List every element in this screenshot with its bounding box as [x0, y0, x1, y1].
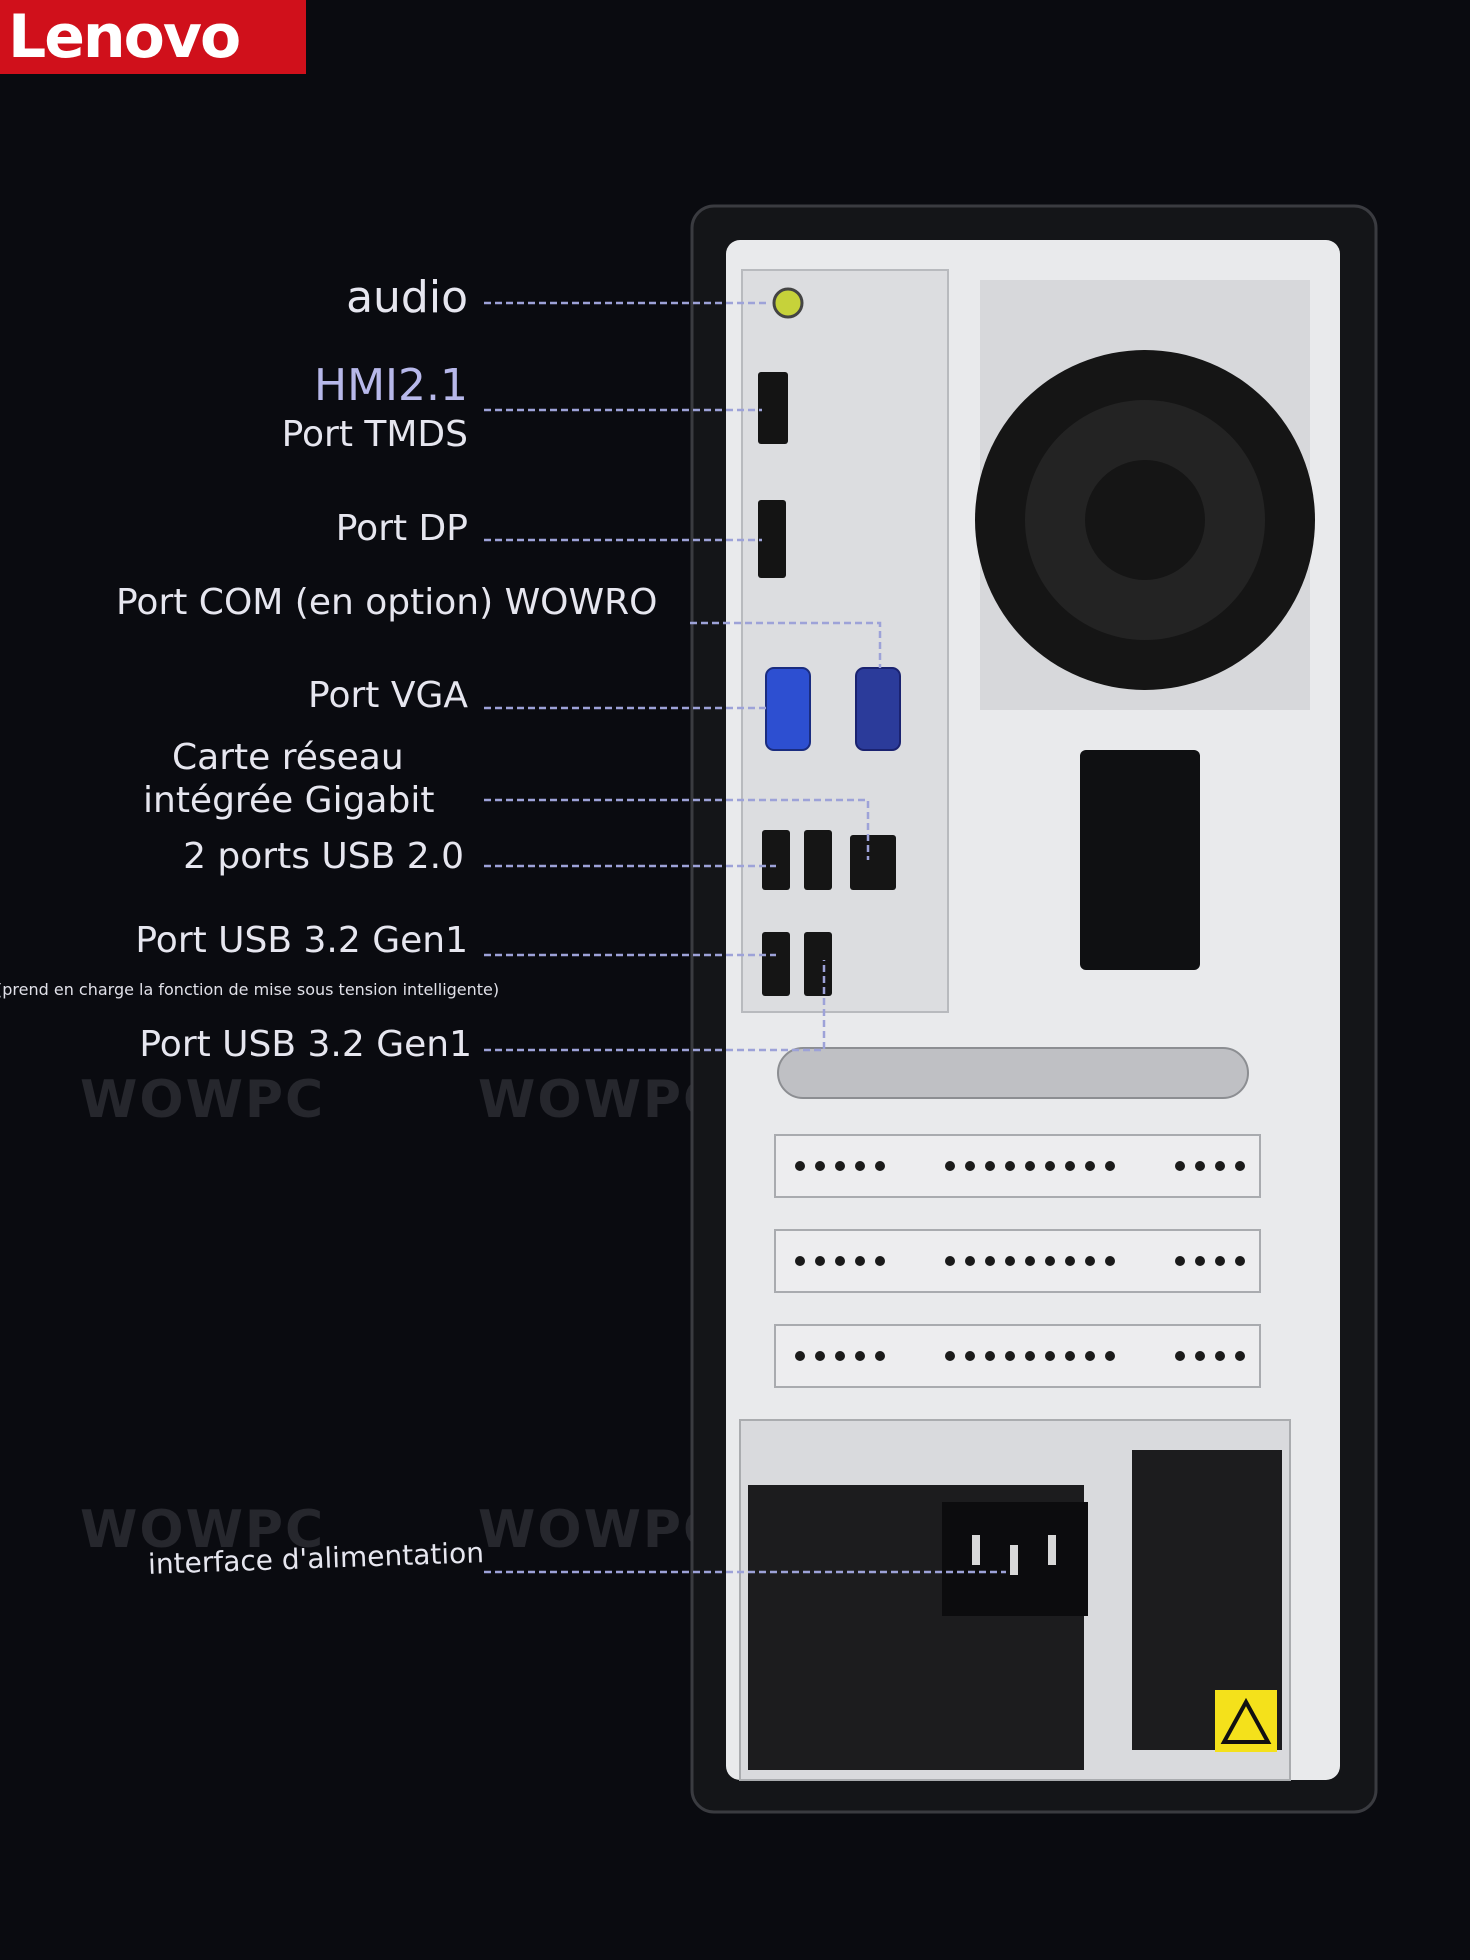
- label-usb32-a-note: (prend en charge la fonction de mise sou…: [0, 980, 500, 999]
- label-hdmi-title: HMI2.1: [314, 360, 468, 411]
- label-audio: audio: [346, 272, 468, 323]
- watermark: WOWPC: [80, 1070, 326, 1130]
- watermark: WOWPC: [80, 1500, 326, 1560]
- label-lan-line2: intégrée Gigabit: [143, 780, 435, 821]
- label-vga: Port VGA: [308, 675, 468, 716]
- watermark: WOWPC: [478, 1070, 724, 1130]
- lenovo-logo: Lenovo: [0, 0, 306, 74]
- label-usb32-b: Port USB 3.2 Gen1: [139, 1024, 472, 1065]
- label-dp: Port DP: [335, 508, 468, 549]
- label-usb32-a: Port USB 3.2 Gen1: [135, 920, 468, 961]
- label-hdmi-subtitle: Port TMDS: [281, 414, 468, 455]
- watermark: WOWPC: [478, 1500, 724, 1560]
- label-usb2: 2 ports USB 2.0: [183, 836, 464, 877]
- label-com: Port COM (en option) WOWRO: [116, 582, 658, 623]
- logo-text: Lenovo: [8, 2, 241, 72]
- label-lan-line1: Carte réseau: [172, 737, 404, 778]
